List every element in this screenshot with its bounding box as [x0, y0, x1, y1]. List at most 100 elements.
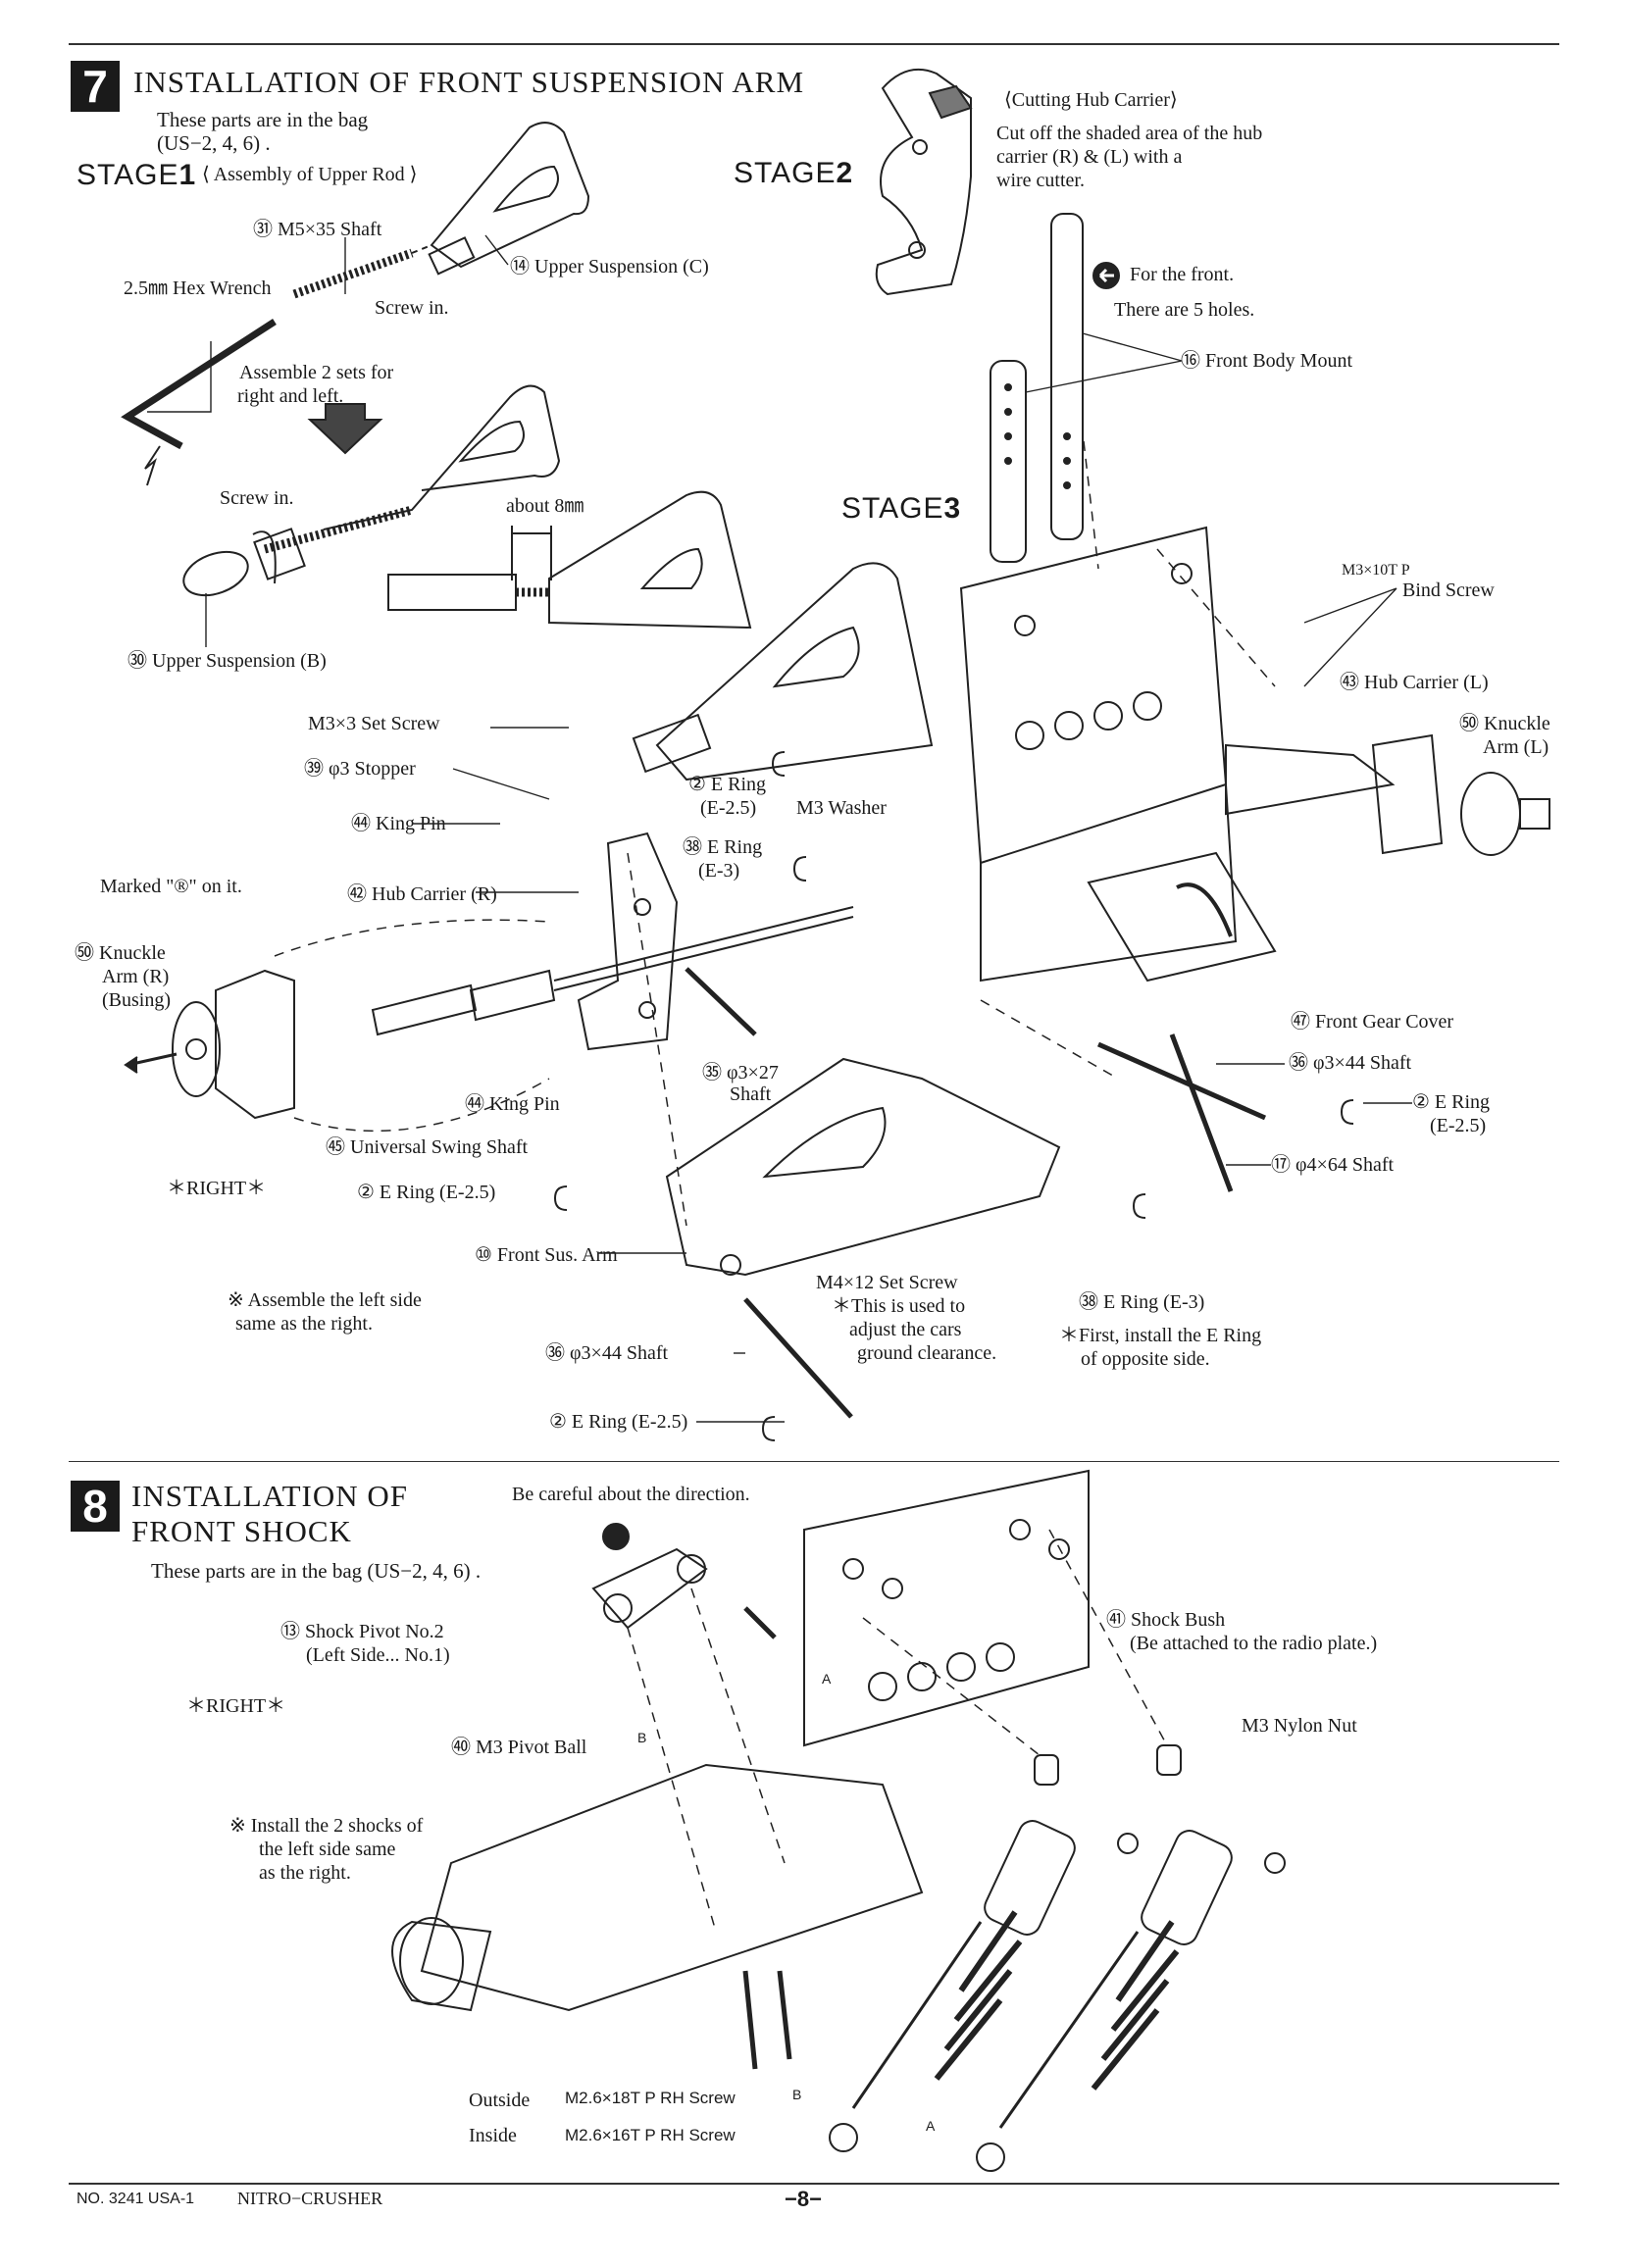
label-shaft-4x64: ⑰ φ4×64 Shaft — [1271, 1154, 1395, 1176]
label-hub-carrier-r: ㊷ Hub Carrier (R) — [347, 883, 497, 905]
down-arrow-icon — [310, 404, 381, 453]
upper-arm-stage3-drawing — [634, 563, 932, 780]
label-right-step7: ＊RIGHT＊ — [167, 1178, 267, 1199]
label-outside: Outside — [469, 2090, 531, 2111]
label-ground-clearance-1: ＊This is used to — [832, 1295, 966, 1317]
label-nylon-nut: M3 Nylon Nut — [1242, 1715, 1357, 1737]
e-ring-icons — [555, 752, 1353, 1440]
label-for-front-1: For the front. — [1130, 264, 1235, 285]
label-shaft-3x27-1: ㉟ φ3×27 — [702, 1062, 779, 1084]
label-knuckle-arm-r-3: (Busing) — [102, 989, 171, 1011]
label-e-ring-e25-d: ② E Ring (E-2.5) — [549, 1411, 688, 1433]
label-m4-set-screw: M4×12 Set Screw — [816, 1272, 958, 1293]
label-bind-screw-1: M3×10T P — [1342, 562, 1410, 579]
footer-page-number: −8− — [785, 2187, 822, 2211]
front-bulkhead-drawing — [961, 528, 1236, 981]
label-install-shocks-3: as the right. — [259, 1862, 351, 1884]
label-right-step8: ＊RIGHT＊ — [186, 1695, 286, 1717]
step-7-number: 7 — [71, 61, 120, 112]
hub-carrier-cut-drawing — [877, 70, 971, 294]
step-7-title: INSTALLATION OF FRONT SUSPENSION ARM — [133, 65, 805, 99]
label-inside: Inside — [469, 2125, 517, 2146]
label-e-ring-e3-a-2: (E-3) — [698, 860, 740, 882]
label-e-ring-e25-a-2: (E-2.5) — [700, 797, 757, 819]
label-outside-screw: M2.6×18T P RH Screw — [565, 2089, 736, 2107]
shock-absorber-b-drawing — [977, 1745, 1236, 2171]
front-arrow-icon — [1093, 263, 1119, 288]
front-sus-arm-drawing — [667, 1059, 1059, 1275]
leader-lines — [147, 235, 1412, 1422]
radio-plate-drawing — [804, 1471, 1089, 1745]
label-upper-suspension-b: ㉚ Upper Suspension (B) — [127, 650, 327, 672]
step-8-title-2: FRONT SHOCK — [131, 1514, 352, 1548]
step-8-bag-note: These parts are in the bag (US−2, 4, 6) … — [151, 1559, 482, 1583]
bottom-rule — [69, 2183, 1559, 2185]
label-shaft-m5x35: ㉛ M5×35 Shaft — [253, 219, 382, 240]
right-hub-carrier-drawing — [579, 833, 677, 1049]
label-shock-bush-2: (Be attached to the radio plate.) — [1130, 1633, 1378, 1654]
stage-1-caption: ⟨ Assembly of Upper Rod ⟩ — [202, 164, 418, 185]
label-ground-clearance-3: ground clearance. — [857, 1342, 997, 1364]
stage-2-note-3: wire cutter. — [996, 170, 1085, 191]
hex-wrench-drawing — [127, 322, 275, 485]
label-shock-bush-1: ㊶ Shock Bush — [1106, 1609, 1226, 1631]
label-upper-suspension-c: ⑭ Upper Suspension (C) — [510, 256, 709, 277]
label-shock-pivot-2: (Left Side... No.1) — [306, 1644, 450, 1666]
chassis-arm-step8-drawing — [392, 1765, 922, 2010]
label-front-sus-arm: ⑩ Front Sus. Arm — [475, 1244, 618, 1266]
label-e-ring-e3-a-1: ㊳ E Ring — [683, 836, 763, 858]
label-hex-wrench: 2.5㎜ Hex Wrench — [124, 277, 272, 299]
front-arrow-icon-step8 — [603, 1524, 629, 1549]
label-assemble-left-2: same as the right. — [235, 1313, 373, 1335]
step-7-bag-note-1: These parts are in the bag — [157, 108, 369, 131]
label-e-ring-e25-b-2: (E-2.5) — [1430, 1115, 1487, 1136]
label-assemble-left-1: ※ Assemble the left side — [228, 1289, 422, 1311]
label-king-pin-top: ㊹ King Pin — [351, 813, 446, 834]
label-first-install-1: ＊First, install the E Ring — [1059, 1325, 1262, 1346]
label-universal-swing-shaft: ㊺ Universal Swing Shaft — [326, 1136, 529, 1158]
label-e-ring-e25-b-1: ② E Ring — [1412, 1091, 1491, 1113]
stage-2-note-1: Cut off the shaded area of the hub — [996, 123, 1263, 144]
label-for-front-2: There are 5 holes. — [1114, 299, 1255, 321]
front-body-mount-drawing — [990, 214, 1083, 562]
shock-pivot-drawing — [593, 1549, 706, 1628]
shafts-drawing — [686, 969, 1265, 1417]
label-screw-in-2: Screw in. — [220, 487, 294, 509]
label-a-mark-top: A — [822, 1671, 832, 1687]
label-ground-clearance-2: adjust the cars — [849, 1319, 962, 1340]
step8-screws-drawing — [745, 1608, 789, 2069]
dashed-assembly-guides — [275, 441, 1275, 1226]
label-m3-washer: M3 Washer — [796, 797, 887, 819]
stage-3-label: STAGE3 — [841, 492, 962, 525]
label-a-mark-bottom: A — [926, 2118, 936, 2134]
label-e-ring-e25-a-1: ② E Ring — [688, 774, 767, 795]
label-front-body-mount: ⑯ Front Body Mount — [1181, 350, 1353, 372]
label-knuckle-arm-r-1: ㊿ Knuckle — [75, 942, 166, 964]
about-8mm-rod-drawing — [388, 492, 750, 628]
label-install-shocks-1: ※ Install the 2 shocks of — [229, 1815, 424, 1837]
stage-2-label: STAGE2 — [734, 157, 854, 189]
label-shaft-3x27-2: Shaft — [730, 1084, 772, 1105]
label-careful-direction: Be careful about the direction. — [512, 1484, 750, 1505]
stage-2-note-2: carrier (R) & (L) with a — [996, 146, 1183, 168]
stage-1-label: STAGE1 — [76, 159, 197, 191]
top-rule — [69, 43, 1559, 45]
stage-2-caption: ⟨Cutting Hub Carrier⟩ — [1004, 89, 1178, 111]
universal-swing-shaft-drawing — [373, 907, 853, 1034]
label-knuckle-arm-r-2: Arm (R) — [102, 966, 170, 987]
label-b-mark-bottom: B — [792, 2087, 802, 2102]
label-front-gear-cover: ㊼ Front Gear Cover — [1291, 1011, 1454, 1033]
label-hub-carrier-l: ㊸ Hub Carrier (L) — [1340, 672, 1489, 693]
label-pivot-ball: ㊵ M3 Pivot Ball — [451, 1737, 587, 1758]
upper-suspension-c-drawing — [430, 123, 588, 274]
footer-code: NO. 3241 USA-1 — [76, 2191, 195, 2207]
label-e-ring-e3-b: ㊳ E Ring (E-3) — [1079, 1291, 1205, 1313]
label-assemble-2-sets-1: Assemble 2 sets for — [239, 362, 394, 383]
left-knuckle-hub-drawing — [1226, 735, 1549, 855]
label-set-screw-m3x3: M3×3 Set Screw — [308, 713, 440, 734]
label-e-ring-e25-c: ② E Ring (E-2.5) — [357, 1182, 496, 1203]
label-king-pin-bottom: ㊹ King Pin — [465, 1093, 560, 1115]
right-knuckle-arm-drawing — [126, 971, 294, 1118]
step8-dashed-guides — [628, 1530, 1167, 1932]
label-b-mark-top: B — [637, 1730, 647, 1745]
